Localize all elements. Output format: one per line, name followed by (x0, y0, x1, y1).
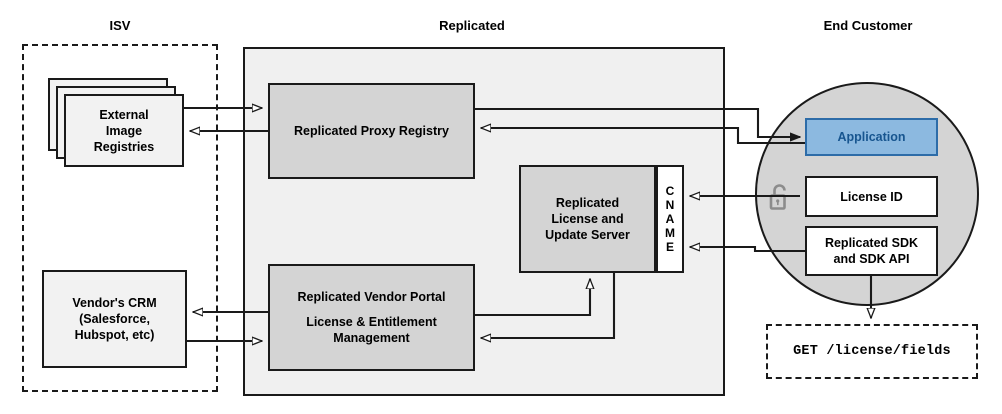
zone-label-isv: ISV (109, 18, 131, 33)
application-label: Application (837, 130, 906, 144)
replicated-proxy-registry-label: Replicated Proxy Registry (294, 124, 449, 138)
replicated-vendor-portal-node[interactable]: Replicated Vendor Portal License & Entit… (268, 264, 475, 371)
external-image-registries-line-2: Image (105, 123, 143, 138)
replicated-sdk-line-2: and SDK API (833, 252, 910, 266)
license-update-server-line-1: Replicated (555, 196, 620, 210)
api-request-node[interactable]: GET /license/fields (766, 324, 978, 379)
vendor-portal-subtitle-line-2: Management (333, 331, 410, 345)
arrow-proxy-to-application (475, 107, 800, 137)
cname-letter-5: E (665, 240, 674, 255)
arrow-license-server-to-vendor-portal (481, 273, 616, 338)
zone-label-replicated: Replicated (439, 18, 505, 33)
license-update-server-line-2: License and (551, 212, 624, 226)
arrow-sdk-to-cname (690, 247, 805, 253)
cname-letter-3: A (665, 211, 675, 226)
license-id-label: License ID (840, 189, 903, 204)
vendor-portal-subtitle-line-1: License & Entitlement (306, 315, 437, 329)
zone-label-end-customer: End Customer (823, 18, 913, 33)
vendors-crm-line-3: Hubspot, etc) (74, 328, 155, 342)
cname-letter-2: N (665, 197, 675, 212)
arrow-vendor-portal-to-license-server (475, 279, 590, 317)
license-id-node[interactable]: License ID (805, 176, 938, 217)
vendors-crm-line-1: Vendor's CRM (72, 296, 157, 310)
cname-letter-1: C (665, 183, 675, 198)
replicated-license-update-server-node[interactable]: Replicated License and Update Server (519, 165, 656, 273)
arrow-application-to-proxy (481, 128, 805, 145)
replicated-proxy-registry-node[interactable]: Replicated Proxy Registry (268, 83, 475, 179)
cname-strip[interactable]: C N A M E (656, 165, 684, 273)
vendors-crm-node[interactable]: Vendor's CRM (Salesforce, Hubspot, etc) (42, 270, 187, 368)
vendors-crm-line-2: (Salesforce, (79, 312, 150, 326)
application-node[interactable]: Application (805, 118, 938, 156)
license-update-server-line-3: Update Server (545, 228, 630, 242)
replicated-sdk-node[interactable]: Replicated SDK and SDK API (805, 226, 938, 276)
external-image-registries-line-3: Registries (93, 139, 155, 154)
cname-letter-4: M (665, 226, 675, 241)
isv-zone-boundary (22, 44, 218, 392)
vendor-portal-title: Replicated Vendor Portal (297, 290, 446, 304)
replicated-sdk-line-1: Replicated SDK (824, 236, 919, 250)
external-image-registries-node[interactable]: External Image Registries (64, 94, 184, 167)
api-request-label: GET /license/fields (793, 343, 951, 359)
external-image-registries-line-1: External (99, 107, 149, 122)
